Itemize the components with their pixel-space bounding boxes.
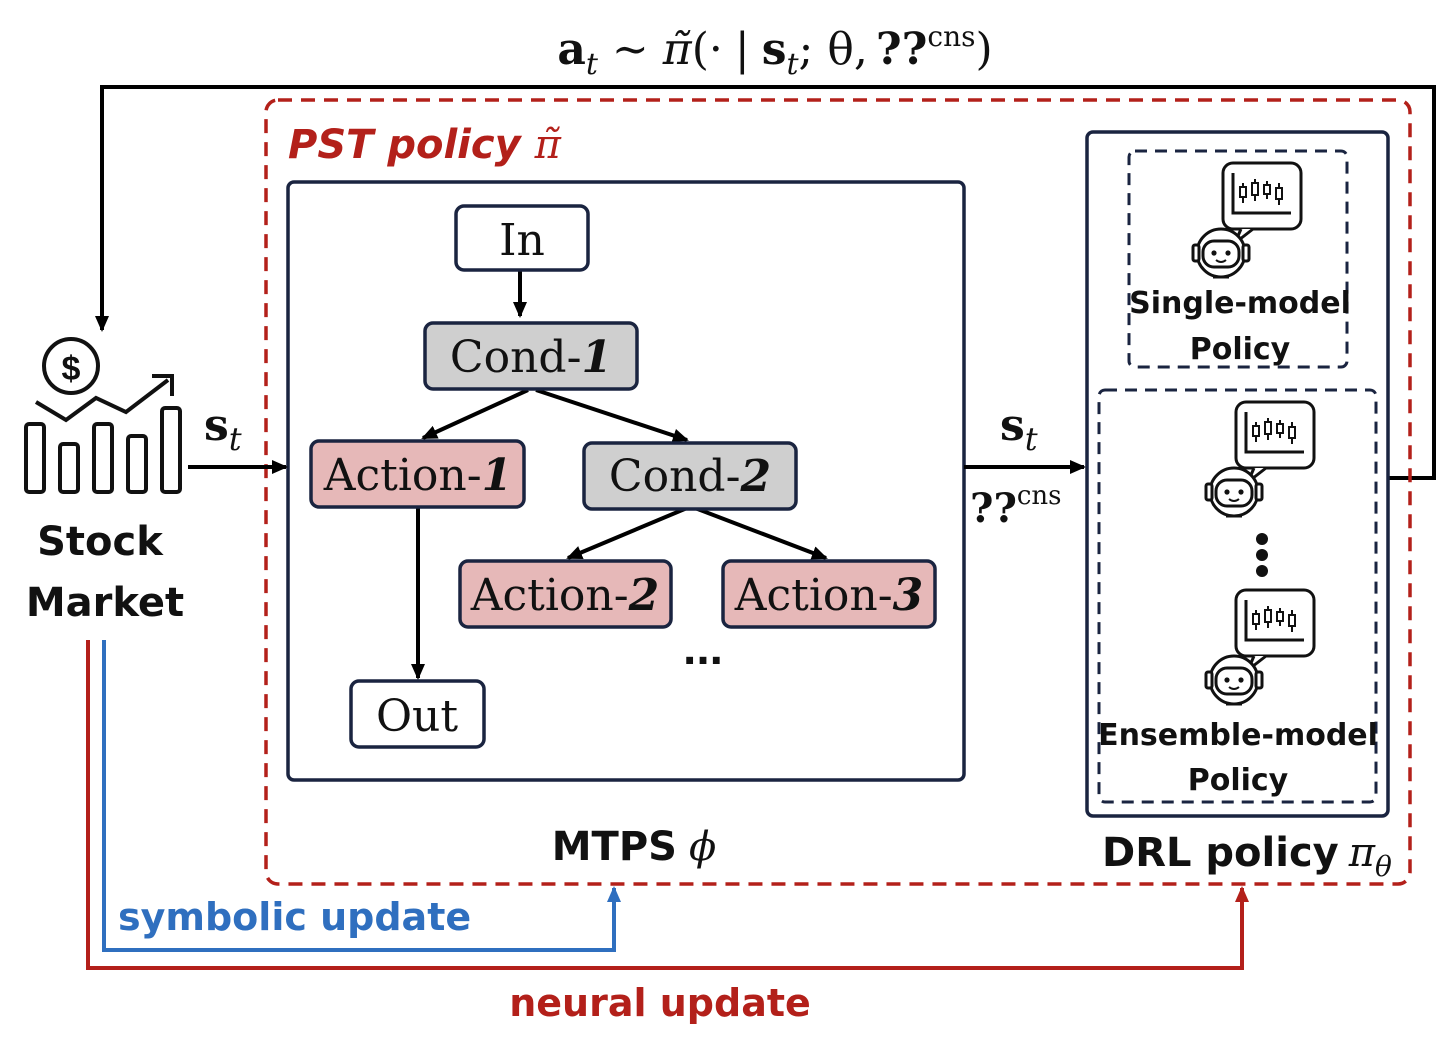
ensemble-model-label-line2: Policy <box>1188 763 1289 798</box>
neural-update-arrow <box>86 640 1249 970</box>
action-sampling-formula: at∼π̃(·|st; θ,??cns) <box>557 20 992 82</box>
node-action-3: Action-3 <box>721 559 937 629</box>
node-cond-2: Cond-2 <box>582 441 798 511</box>
svg-text:Action-2: Action-2 <box>470 570 660 621</box>
edge-cond1-cond2 <box>535 388 689 443</box>
state-label-left: st <box>204 400 242 458</box>
svg-text:Action-3: Action-3 <box>734 570 924 621</box>
edge-cond1-action1 <box>421 388 529 440</box>
node-cond-1: Cond-1 <box>423 321 639 391</box>
state-label-right: st <box>1000 400 1038 458</box>
node-out: Out <box>349 679 486 749</box>
svg-text:$: $ <box>62 350 81 388</box>
edge-cond2-action3 <box>694 506 828 560</box>
neural-update-label: neural update <box>509 981 811 1025</box>
symbolic-update-arrow <box>102 640 621 952</box>
single-model-label-line2: Policy <box>1190 332 1291 367</box>
tree-ellipsis: ... <box>683 622 723 675</box>
svg-text:In: In <box>499 215 545 266</box>
stock-market-label-line2: Market <box>26 580 184 626</box>
ensemble-ellipsis-dot-3 <box>1256 565 1268 577</box>
node-action-1: Action-1 <box>309 439 526 509</box>
ensemble-ellipsis-dot-1 <box>1256 533 1268 545</box>
ensemble-model-label-line1: Ensemble-model <box>1098 718 1378 753</box>
svg-text:Out: Out <box>376 691 458 742</box>
constraint-label: ??cns <box>970 481 1062 532</box>
stock-market-chart-icon: $ <box>24 337 182 494</box>
action-feedback-arrow <box>95 85 1436 480</box>
svg-text:Action-1: Action-1 <box>323 450 513 501</box>
stock-market-label-line1: Stock <box>37 519 164 565</box>
svg-text:Cond-2: Cond-2 <box>609 451 771 502</box>
node-action-2: Action-2 <box>458 559 673 629</box>
single-model-label-line1: Single-model <box>1129 286 1351 321</box>
edge-cond2-action2 <box>566 506 688 560</box>
symbolic-update-label: symbolic update <box>118 895 471 939</box>
pst-policy-box <box>264 98 1412 886</box>
single-model-box <box>1127 149 1349 369</box>
node-in: In <box>454 204 590 272</box>
ensemble-ellipsis-dot-2 <box>1256 549 1268 561</box>
svg-text:Cond-1: Cond-1 <box>450 332 612 383</box>
